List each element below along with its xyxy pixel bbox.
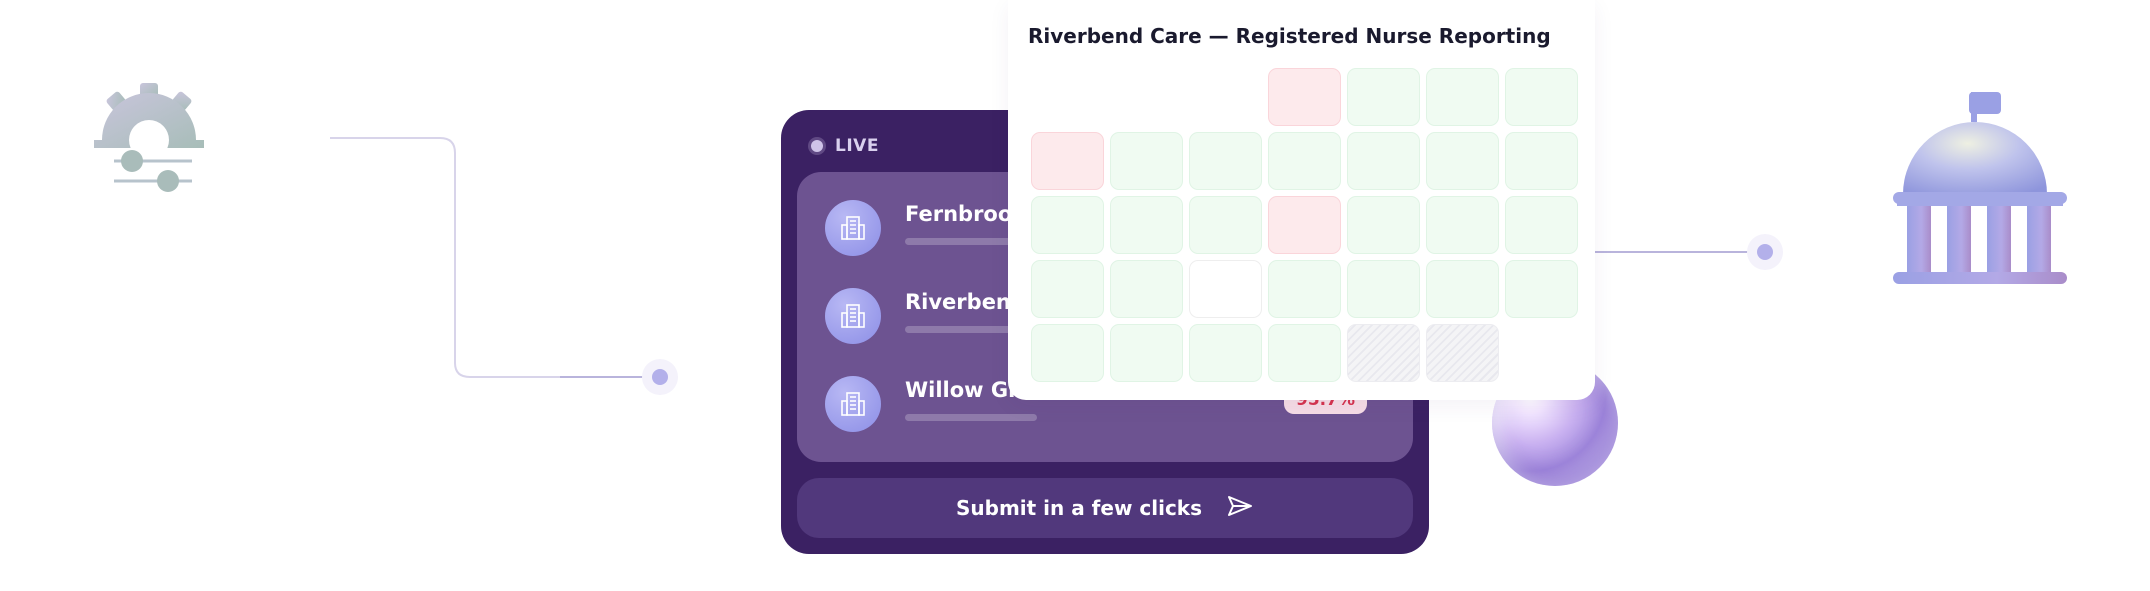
calendar-day-ok[interactable] — [1505, 260, 1578, 318]
submit-button[interactable]: Submit in a few clicks — [797, 478, 1413, 538]
calendar-day-missed[interactable] — [1268, 196, 1341, 254]
calendar-day-ok[interactable] — [1110, 324, 1183, 382]
left-connector-dot — [652, 369, 668, 385]
facility-progress-bar — [905, 238, 1037, 245]
submit-label: Submit in a few clicks — [955, 496, 1203, 520]
calendar-day-ok[interactable] — [1426, 68, 1499, 126]
calendar-day-ok[interactable] — [1031, 196, 1104, 254]
calendar-day-ok[interactable] — [1189, 324, 1262, 382]
calendar-day-ok[interactable] — [1110, 260, 1183, 318]
calendar-day-ok[interactable] — [1347, 260, 1420, 318]
calendar-day-ok[interactable] — [1268, 260, 1341, 318]
live-dot-icon — [811, 140, 823, 152]
calendar-day-future[interactable] — [1426, 324, 1499, 382]
government-building-icon — [1885, 88, 2075, 288]
building-icon — [825, 376, 881, 432]
calendar-day-ok[interactable] — [1268, 324, 1341, 382]
gear-settings-icon — [92, 80, 222, 200]
facility-row[interactable]: Fernbrook — [825, 200, 1405, 256]
facility-name: Riverbend — [905, 290, 1026, 314]
live-label: LIVE — [835, 136, 879, 156]
send-icon — [1226, 494, 1254, 523]
facility-name: Fernbrook — [905, 202, 1027, 226]
calendar-grid — [1031, 68, 1582, 382]
calendar-day-none[interactable] — [1189, 260, 1262, 318]
calendar-day-ok[interactable] — [1189, 132, 1262, 190]
calendar-day-ok[interactable] — [1426, 260, 1499, 318]
calendar-day-missed[interactable] — [1268, 68, 1341, 126]
calendar-day-future[interactable] — [1347, 324, 1420, 382]
calendar-day-ok[interactable] — [1268, 132, 1341, 190]
calendar-day-ok[interactable] — [1110, 196, 1183, 254]
calendar-day-ok[interactable] — [1505, 68, 1578, 126]
calendar-title: Riverbend Care — Registered Nurse Report… — [1028, 24, 1551, 48]
calendar-day-ok[interactable] — [1031, 324, 1104, 382]
live-indicator: LIVE — [811, 136, 879, 156]
building-icon — [825, 288, 881, 344]
calendar-day-ok[interactable] — [1347, 68, 1420, 126]
calendar-day-ok[interactable] — [1505, 132, 1578, 190]
calendar-day-ok[interactable] — [1426, 196, 1499, 254]
facility-progress-bar — [905, 414, 1037, 421]
right-connector-dot — [1757, 244, 1773, 260]
facility-progress-bar — [905, 326, 1037, 333]
facility-row[interactable]: Riverbend — [825, 288, 1405, 344]
calendar-day-ok[interactable] — [1347, 132, 1420, 190]
calendar-day-ok[interactable] — [1110, 132, 1183, 190]
calendar-day-ok[interactable] — [1505, 196, 1578, 254]
calendar-day-missed[interactable] — [1031, 132, 1104, 190]
calendar-popup: Riverbend Care — Registered Nurse Report… — [1008, 0, 1595, 400]
calendar-day-ok[interactable] — [1347, 196, 1420, 254]
building-icon — [825, 200, 881, 256]
calendar-day-ok[interactable] — [1426, 132, 1499, 190]
calendar-day-ok[interactable] — [1031, 260, 1104, 318]
left-connector-line — [330, 137, 660, 378]
calendar-day-ok[interactable] — [1189, 196, 1262, 254]
